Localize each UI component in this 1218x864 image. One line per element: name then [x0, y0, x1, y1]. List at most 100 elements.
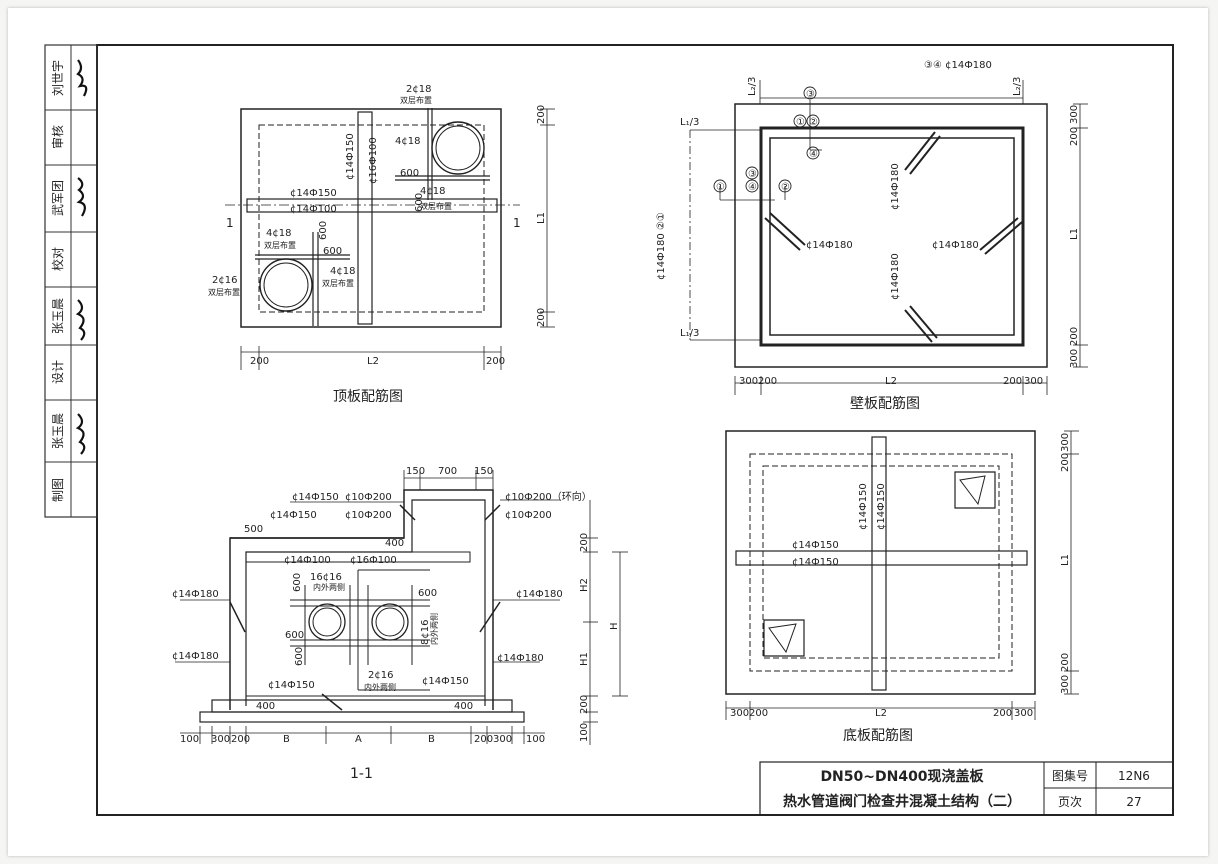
top-note-double-3: 双层布置: [264, 240, 296, 250]
signature-strip: 刘世宇 审核 武军团 校对 张玉晨 设计 张玉晨 制图: [44, 44, 98, 518]
atlas-label: 图集号: [1052, 768, 1088, 783]
sec-bot-100-l: 100: [180, 734, 199, 745]
sec-top-150-a: 150: [406, 466, 425, 477]
wall-mark-1-side: ①: [716, 182, 725, 193]
top-dim-600-a: 600: [400, 168, 419, 179]
page-value: 27: [1126, 795, 1141, 809]
base-dim-200-b: 200: [1060, 653, 1071, 672]
top-dim-200-bottom: 200: [536, 308, 547, 327]
title-block-text: DN50~DN400现浇盖板 热水管道阀门检查井混凝土结构（二） 图集号 12N…: [783, 768, 1150, 810]
top-dim-200-right: 200: [486, 356, 505, 367]
base-dim-300-l: 300: [730, 708, 749, 719]
view-top-slab: [225, 108, 555, 370]
sec-rebar-14-180-r1: ¢14Ф180: [516, 589, 563, 600]
base-dim-300-t: 300: [1060, 433, 1071, 452]
base-dim-L1: L1: [1060, 554, 1071, 566]
sec-dim-500: 500: [244, 524, 263, 535]
title-line-2: 热水管道阀门检查井混凝土结构（二）: [783, 793, 1021, 810]
top-dim-L2: L2: [367, 356, 379, 367]
wall-dim-300-b: 300: [1069, 349, 1080, 368]
sec-dim-400-top: 400: [385, 538, 404, 549]
sec-rebar-16-16: 16¢16: [310, 572, 342, 583]
caption-wall: 壁板配筋图: [850, 395, 920, 412]
wall-L2-3-right: L₂/3: [1012, 77, 1023, 96]
sec-rebar-10-200-a: ¢10Ф200: [345, 492, 392, 503]
view-wall: [689, 80, 1088, 395]
sec-bot-B-r: B: [428, 734, 435, 745]
section-labels: 150 700 150 ¢14Ф150 ¢10Ф200 ¢10Ф200（环向） …: [172, 466, 620, 782]
base-dim-200-t: 200: [1060, 453, 1071, 472]
top-dim-600-v2: 600: [318, 221, 329, 240]
sec-rebar-14-100: ¢14Ф100: [284, 555, 331, 566]
wall-labels: ③④ ¢14Ф180 L₂/3 L₂/3 L₁/3 L₁/3 ¢14Ф180 ②…: [656, 60, 1080, 412]
sec-side-H: H: [609, 622, 620, 630]
top-rebar-14-150: ¢14Ф150: [290, 188, 337, 199]
wall-dim-300-t: 300: [1069, 105, 1080, 124]
sec-dim-600-l: 600: [285, 630, 304, 641]
wall-rebar-v-bottom: ¢14Ф180: [890, 253, 901, 300]
sec-dim-600-v2: 600: [294, 647, 305, 666]
sec-bot-300-r: 300: [493, 734, 512, 745]
base-dim-300-r: 300: [1014, 708, 1033, 719]
wall-dim-L2: L2: [885, 376, 897, 387]
top-rebar-4-18-a: 4¢18: [395, 136, 420, 147]
caption-base: 底板配筋图: [843, 727, 913, 744]
sec-rebar-8-16: 8¢16: [420, 620, 431, 645]
sec-side-H2: H2: [579, 578, 590, 592]
sec-rebar-10-200-b: ¢10Ф200: [345, 510, 392, 521]
role-draw: 制图: [51, 478, 65, 502]
top-rebar-4-18-c: 4¢18: [266, 228, 291, 239]
base-dim-200-r: 200: [993, 708, 1012, 719]
name-zhang-2: 张玉晨: [51, 413, 65, 449]
sec-rebar-14-150-c: ¢14Ф150: [268, 680, 315, 691]
top-rebar-14-150-v: ¢14Ф150: [345, 133, 356, 180]
top-dim-200-left: 200: [250, 356, 269, 367]
base-labels: ¢14Ф150 ¢14Ф150 ¢14Ф150 ¢14Ф150 300 200 …: [730, 433, 1071, 744]
wall-mark-3-side: ③: [748, 169, 757, 180]
sec-note-inner-3: 内外两侧: [364, 682, 396, 692]
drawing-sheet: [8, 8, 1208, 856]
role-check: 校对: [50, 247, 65, 271]
sec-side-H1: H1: [579, 652, 590, 666]
wall-dim-300-l: 300: [739, 376, 758, 387]
top-rebar-4-18-b: 4¢18: [420, 186, 445, 197]
wall-mark-1: ①: [796, 117, 805, 128]
sec-bot-B-l: B: [283, 734, 290, 745]
wall-L1-3-bottom: L₁/3: [680, 328, 699, 339]
role-review: 审核: [50, 125, 65, 149]
wall-mark-4: ④: [809, 149, 818, 160]
wall-dim-300-r: 300: [1024, 376, 1043, 387]
atlas-value: 12N6: [1118, 769, 1150, 783]
wall-left-rebar: ¢14Ф180 ②①: [656, 212, 667, 280]
sec-side-200-top: 200: [579, 533, 590, 552]
top-section-mark-right: 1: [513, 216, 521, 230]
wall-mark-4-side: ④: [748, 182, 757, 193]
top-note-double-5: 双层布置: [322, 278, 354, 288]
sec-rebar-14-180-l1: ¢14Ф180: [172, 589, 219, 600]
base-rebar-v1: ¢14Ф150: [858, 483, 869, 530]
top-section-mark-left: 1: [226, 216, 234, 230]
wall-rebar-h-right: ¢14Ф180: [932, 240, 979, 251]
sec-rebar-10-200-ring: ¢10Ф200（环向）: [505, 490, 592, 503]
sec-dim-600-r: 600: [418, 588, 437, 599]
signature-zhang-2: [75, 413, 86, 455]
wall-dim-200-r: 200: [1003, 376, 1022, 387]
wall-dim-L1: L1: [1069, 228, 1080, 240]
base-rebar-h1: ¢14Ф150: [792, 540, 839, 551]
sec-rebar-14-180-r2: ¢14Ф180: [497, 653, 544, 664]
wall-dim-200-b: 200: [1069, 327, 1080, 346]
top-rebar-2-16: 2¢16: [212, 275, 237, 286]
signature-zhang-1: [75, 299, 86, 341]
top-slab-labels: 200 L2 200 200 L1 200 2¢18 双层布置 4¢18 600…: [208, 84, 547, 405]
view-base: [725, 430, 1079, 720]
top-rebar-16-100-v: ¢16Ф100: [368, 137, 379, 184]
name-liu: 刘世宇: [51, 60, 65, 96]
sec-bot-300-l: 300: [211, 734, 230, 745]
title-block: [759, 761, 1174, 816]
wall-top-label: ③④ ¢14Ф180: [924, 60, 992, 71]
top-note-double-4: 双层布置: [208, 287, 240, 297]
wall-rebar-v-top: ¢14Ф180: [890, 163, 901, 210]
base-dim-300-b: 300: [1060, 675, 1071, 694]
sec-rebar-10-200-c: ¢10Ф200: [505, 510, 552, 521]
